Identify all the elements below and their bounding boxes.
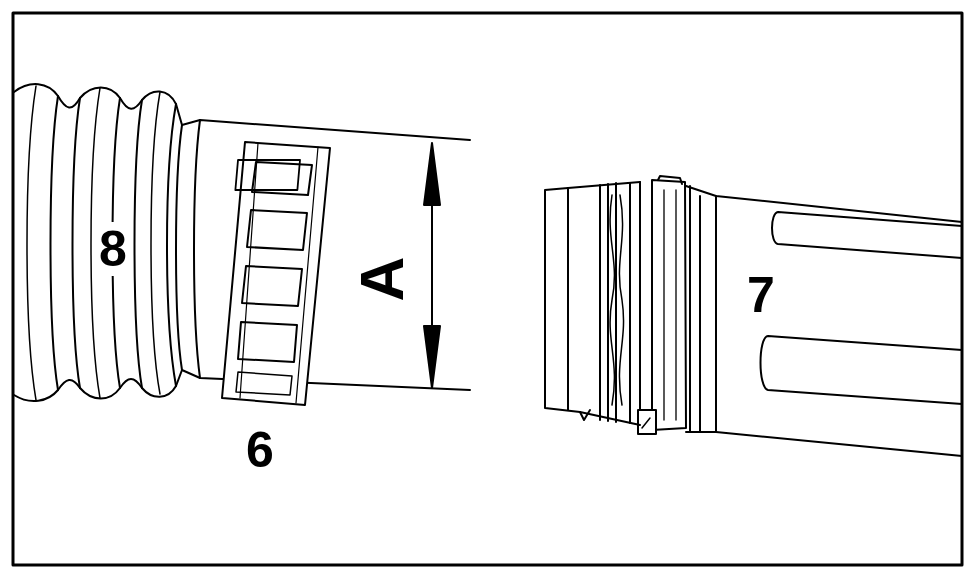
locking-ring — [222, 142, 330, 405]
dimension-line — [424, 143, 440, 388]
callout-number: 7 — [744, 268, 778, 322]
callout-number: 6 — [246, 425, 274, 475]
callout-number: 8 — [96, 222, 130, 276]
dimension-label: A — [351, 257, 413, 302]
plug-body — [545, 176, 962, 456]
corrugated-tube — [14, 84, 182, 401]
